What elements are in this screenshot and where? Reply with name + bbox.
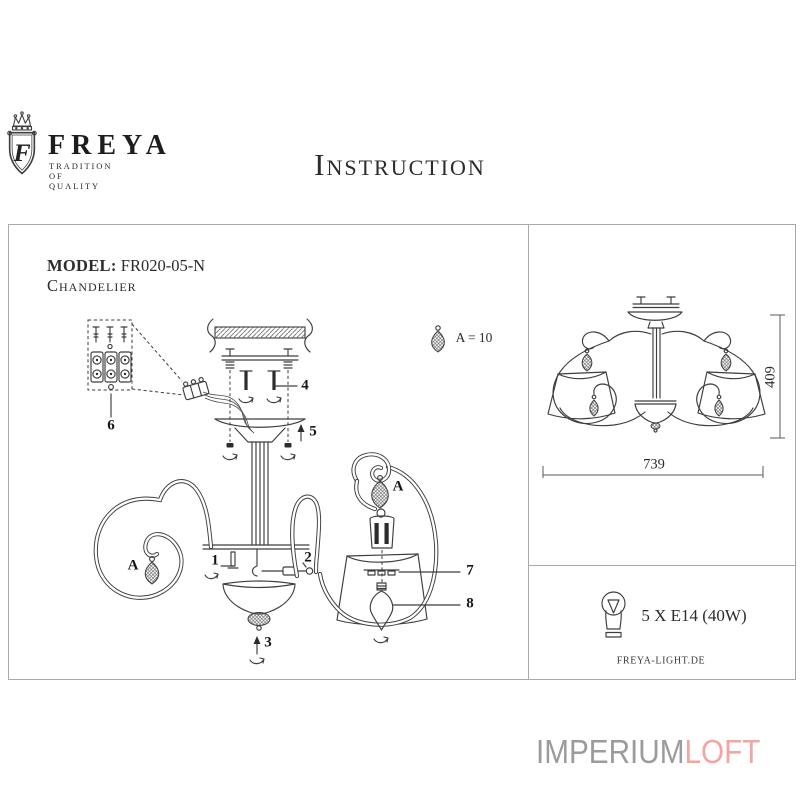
crystal-label-left: A — [127, 557, 139, 574]
model-value: FR020-05-N — [120, 256, 206, 275]
crystal-count-note: A = 10 — [455, 330, 493, 345]
watermark-imperium: IMPERIUM — [536, 733, 685, 770]
part-label-5: 5 — [309, 423, 317, 440]
part-label-3: 3 — [264, 634, 272, 651]
brand-name: FREYA — [48, 130, 172, 161]
watermark: IMPERIUMLOFT — [536, 733, 760, 771]
width-dimension: 739 — [643, 456, 665, 473]
part-label-6: 6 — [107, 417, 115, 434]
brand-tagline: TRADITION OF QUALITY — [49, 161, 113, 191]
watermark-loft: LOFT — [684, 733, 761, 770]
assembly-diagram-panel — [8, 224, 529, 680]
part-label-4: 4 — [301, 377, 309, 394]
spec-panel — [529, 566, 796, 680]
part-label-8: 8 — [466, 595, 474, 612]
part-label-2: 2 — [304, 549, 312, 566]
model-label: MODEL: — [47, 256, 117, 275]
website: FREYA-LIGHT.DE — [616, 655, 706, 667]
part-label-7: 7 — [466, 562, 474, 579]
freya-crest-icon: F — [7, 111, 37, 175]
brand-monogram: F — [12, 138, 30, 167]
page-title: Instruction — [314, 147, 486, 182]
crystal-label-right: A — [392, 478, 404, 495]
height-dimension: 409 — [762, 366, 779, 388]
dimensions-panel — [529, 224, 796, 566]
part-label-1: 1 — [211, 552, 219, 569]
model-line: MODEL: FR020-05-N — [47, 256, 205, 276]
lamp-spec: 5 X E14 (40W) — [641, 606, 747, 625]
product-type: Chandelier — [47, 276, 137, 295]
